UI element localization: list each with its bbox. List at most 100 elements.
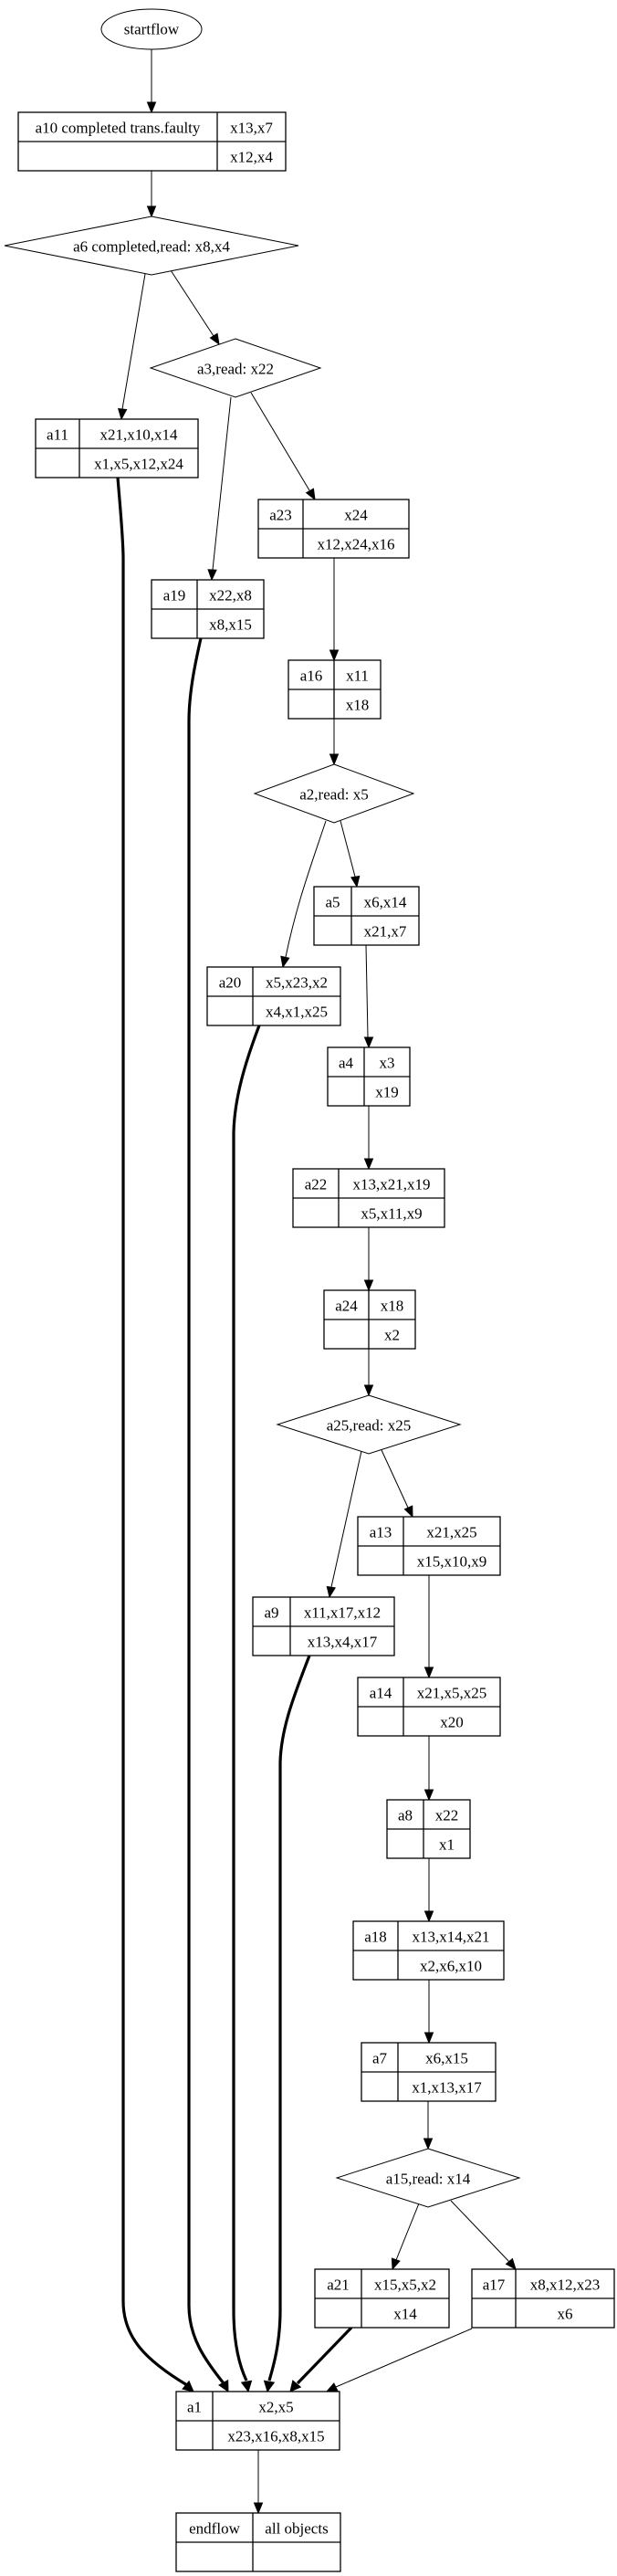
edge-line (116, 477, 188, 2387)
node-name: a10 completed trans.faulty (36, 120, 201, 137)
edge-a11-to-a1 (116, 477, 194, 2392)
decision-node-a2[interactable]: a2,read: x5 (253, 763, 415, 824)
arrowhead-icon (253, 2502, 264, 2515)
decision-node-a25[interactable]: a25,read: x25 (276, 1394, 462, 1455)
decision-diamond (335, 2148, 521, 2208)
edge-a18-to-a7 (424, 1980, 434, 2045)
decision-node-a6[interactable]: a6 completed,read: x8,x4 (4, 216, 299, 276)
edge-line (121, 273, 146, 410)
arrowhead-icon (325, 2382, 339, 2392)
arrowhead-icon (218, 2379, 229, 2392)
decision-node-a3[interactable]: a3,read: x22 (149, 338, 322, 398)
decision-diamond (276, 1394, 462, 1455)
decision-label: a15,read: x14 (386, 2171, 471, 2188)
edge-a17-to-a1 (325, 2328, 473, 2392)
node-name: a11 (47, 426, 68, 444)
activity-node-a19[interactable]: a19 x22,x8 x8,x15 (151, 579, 265, 639)
node-top-values: x18 (381, 1298, 404, 1315)
arrowhead-icon (363, 1279, 374, 1292)
decision-label: a6 completed,read: x8,x4 (73, 238, 230, 256)
node-name: a8 (398, 1807, 413, 1824)
decision-label: a25,read: x25 (327, 1417, 412, 1435)
node-name: a5 (325, 894, 340, 911)
edge-line (267, 1655, 311, 2381)
edge-a21-to-a1 (289, 2326, 353, 2392)
node-bottom-values: x12,x24,x16 (318, 536, 395, 553)
edge-line (232, 1025, 261, 2381)
edge-line (170, 269, 214, 337)
node-top-values: x13,x7 (230, 120, 273, 137)
node-name: a16 (300, 668, 323, 685)
node-bottom-values: x13,x4,x17 (308, 1634, 378, 1651)
decision-diamond (253, 763, 415, 824)
edge-a15-to-a21 (391, 2203, 420, 2271)
arrowhead-icon (207, 569, 217, 582)
edge-a23-to-a16 (329, 558, 340, 662)
node-bottom-values: x18 (346, 697, 370, 714)
arrowhead-icon (424, 1910, 434, 1923)
decision-node-a15[interactable]: a15,read: x14 (335, 2148, 521, 2208)
decision-label: a2,read: x5 (299, 786, 369, 804)
arrowhead-icon (182, 2380, 194, 2392)
node-name: a18 (364, 1929, 387, 1946)
arrowhead-icon (146, 101, 157, 114)
edge-a7-to-a15 (423, 2101, 434, 2150)
arrowhead-icon (424, 1667, 434, 1679)
edge-a3-to-a23 (250, 392, 316, 501)
activity-node-a16[interactable]: a16 x11 x18 (288, 659, 382, 720)
node-top-values: x11 (346, 668, 369, 685)
decision-label: a3,read: x22 (197, 361, 274, 378)
node-name: a7 (372, 2050, 388, 2067)
node-name: a20 (219, 974, 242, 992)
edge-a5-to-a4 (363, 944, 374, 1049)
edge-a25-to-a13 (381, 1449, 413, 1519)
node-name: a1 (187, 2399, 202, 2416)
arrowhead-icon (403, 1505, 413, 1519)
node-name: a14 (370, 1685, 392, 1702)
node-top-values: x22,x8 (209, 587, 252, 605)
decision-diamond (149, 338, 322, 398)
activity-node-a11[interactable]: a11 x21,x10,x14 x1,x5,x12,x24 (35, 418, 199, 478)
edge-line (395, 2203, 420, 2261)
arrowhead-icon (280, 955, 290, 969)
node-bottom-values: x2 (384, 1327, 400, 1344)
node-name: a19 (163, 587, 186, 605)
node-name: a4 (339, 1055, 354, 1072)
edge-a22-to-a24 (363, 1227, 374, 1292)
node-top-values: x8,x12,x23 (530, 2276, 601, 2294)
node-bottom-values: x8,x15 (209, 616, 252, 634)
edge-start-to-a10 (146, 49, 157, 114)
edge-a10-to-a6 (146, 171, 157, 218)
node-bottom-values: x14 (393, 2306, 417, 2323)
node-top-values: x21,x5,x25 (417, 1685, 487, 1702)
node-top-values: x21,x10,x14 (100, 426, 179, 444)
edge-a4-to-a22 (363, 1106, 374, 1171)
node-top-values: x5,x23,x2 (266, 974, 328, 992)
start-node[interactable]: startflow (100, 8, 203, 50)
edge-a6-to-a11 (117, 273, 146, 421)
arrowhead-icon (263, 2380, 276, 2393)
node-bottom-values: x1,x5,x12,x24 (94, 456, 183, 473)
node-name: a9 (264, 1604, 278, 1622)
node-top-values: x13,x21,x19 (353, 1176, 431, 1193)
edge-a6-to-a3 (170, 269, 220, 346)
node-top-values: x15,x5,x2 (374, 2276, 436, 2294)
